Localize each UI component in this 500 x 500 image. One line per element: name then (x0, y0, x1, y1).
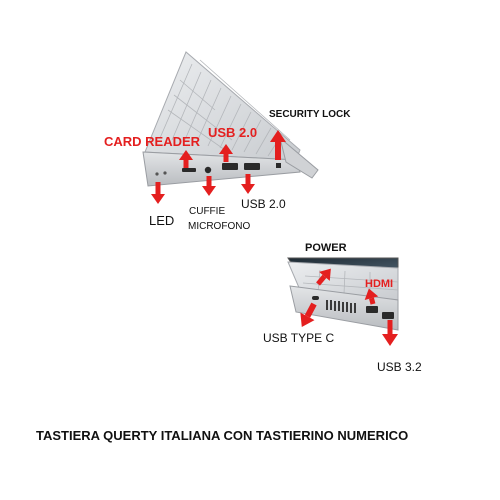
laptop-left-hinge (279, 136, 319, 179)
cuffie-arrow (202, 176, 216, 196)
usb-20-port-b (244, 163, 260, 170)
usb-type-c-port (312, 296, 319, 300)
hdmi-port (366, 306, 378, 313)
arrows (151, 130, 398, 346)
usb-20-bottom-label: USB 2.0 (241, 197, 286, 211)
usb-type-c-arrow (300, 302, 317, 327)
power-arrow (316, 268, 331, 286)
hdmi-label: HDMI (365, 278, 394, 290)
card-reader-label: CARD READER (104, 134, 201, 149)
cuffie-label: CUFFIE (189, 206, 226, 217)
led-arrow (151, 182, 165, 204)
usb-32-label: USB 3.2 (377, 360, 422, 374)
audio-jack-port (204, 166, 212, 174)
usb-32-arrow (382, 320, 398, 346)
usb-type-c-label: USB TYPE C (263, 331, 335, 345)
hdmi-arrow (364, 288, 379, 305)
keyboard-caption: TASTIERA QUERTY ITALIANA CON TASTIERINO … (36, 428, 409, 443)
led-port (155, 172, 159, 176)
laptop-left-side (142, 151, 301, 187)
laptop-left-view (142, 51, 319, 187)
card-reader-arrow (179, 150, 193, 168)
security-lock-port (276, 163, 281, 168)
microfono-label: MICROFONO (188, 221, 251, 232)
laptop-right-vent (326, 300, 356, 313)
usb-32-port (382, 312, 394, 319)
security-lock-arrow (270, 130, 286, 160)
usb-20-port-a (222, 163, 238, 170)
security-lock-label: SECURITY LOCK (269, 109, 351, 120)
card-reader-port (182, 168, 196, 172)
power-label: POWER (305, 242, 347, 254)
usb-20-bottom-arrow (241, 174, 255, 194)
led-label: LED (149, 213, 175, 228)
usb-20-top-label: USB 2.0 (208, 125, 258, 140)
usb-20-top-arrow (219, 144, 233, 162)
laptop-left-keys (159, 59, 291, 157)
